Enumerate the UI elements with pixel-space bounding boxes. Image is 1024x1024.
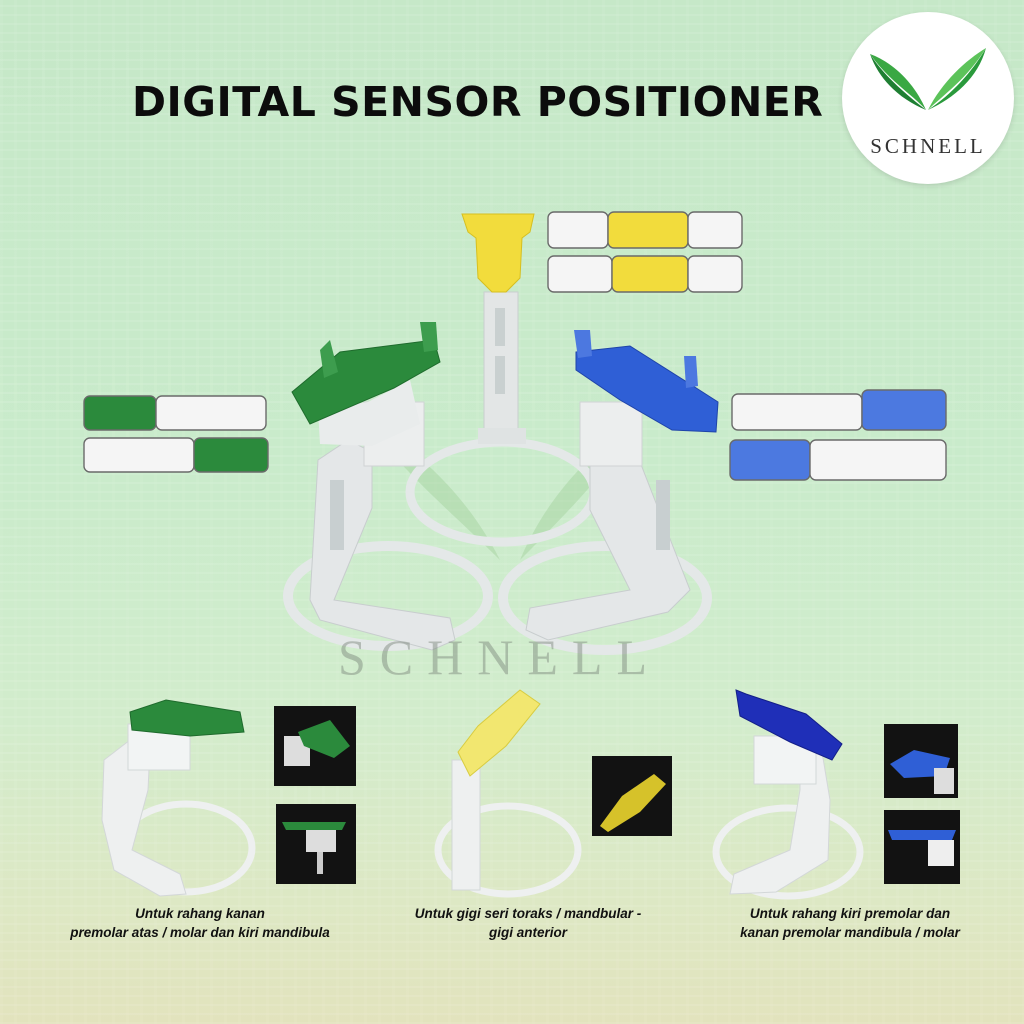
thumbnail-green-side	[276, 804, 356, 884]
thumbnail-yellow	[592, 756, 672, 836]
brand-watermark: SCHNELL	[338, 629, 661, 685]
thumbnail-blue-side	[884, 810, 960, 884]
yellow-positioner-main	[461, 213, 535, 444]
caption-blue: Untuk rahang kiri premolar dan kanan pre…	[700, 904, 1000, 942]
caption-yellow-line2: gigi anterior	[488, 925, 567, 940]
green-positioner-main	[291, 322, 456, 651]
brand-logo: SCHNELL	[842, 12, 1014, 184]
caption-blue-line1: Untuk rahang kiri premolar dan	[749, 906, 951, 921]
leaf-logo-icon	[870, 48, 986, 110]
caption-green: Untuk rahang kanan premolar atas / molar…	[40, 904, 360, 942]
green-positioner-small	[101, 699, 256, 897]
aiming-ring-left	[283, 541, 493, 651]
aiming-ring-right	[498, 541, 712, 655]
caption-yellow-line1: Untuk gigi seri toraks / mandbular -	[414, 906, 642, 921]
dental-chart-yellow	[547, 211, 743, 293]
caption-green-line2: premolar atas / molar dan kiri mandibula	[70, 925, 330, 940]
caption-yellow: Untuk gigi seri toraks / mandbular - gig…	[378, 904, 678, 942]
dental-chart-green	[83, 395, 269, 473]
page-title: DIGITAL SENSOR POSITIONER	[132, 78, 824, 126]
thumbnail-blue-top	[884, 724, 958, 798]
blue-positioner-small	[712, 689, 864, 900]
thumbnail-green-top	[274, 706, 356, 786]
blue-positioner-main	[525, 330, 719, 641]
caption-blue-line2: kanan premolar mandibula / molar	[740, 925, 960, 940]
dental-chart-blue	[729, 389, 947, 481]
yellow-positioner-small	[434, 689, 582, 898]
caption-green-line1: Untuk rahang kanan	[135, 906, 265, 921]
brand-name: SCHNELL	[870, 134, 986, 158]
